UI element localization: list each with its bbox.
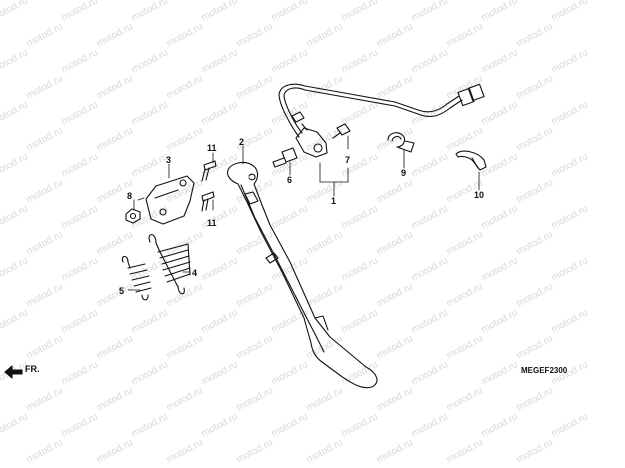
nut-part-8: [125, 208, 141, 224]
callout-1: 1: [331, 196, 337, 206]
bolt-part-11-upper: [201, 160, 217, 182]
callout-7: 7: [345, 155, 351, 165]
callout-4: 4: [192, 268, 198, 278]
callout-8: 8: [127, 191, 133, 201]
screw-part-7: [332, 123, 351, 139]
band-part-10: [455, 150, 487, 171]
callout-10: 10: [474, 190, 485, 200]
stand-bracket-part: [145, 175, 195, 225]
callout-11-upper: 11: [207, 143, 217, 153]
spring-large-part-4: [148, 234, 191, 295]
clamp-part-9: [387, 132, 415, 153]
bolt-part-11-lower: [201, 191, 215, 212]
side-stand-switch-part: [278, 83, 485, 158]
callout-5: 5: [119, 286, 125, 296]
front-indicator-label: FR.: [25, 364, 40, 374]
side-stand-part: [227, 161, 378, 389]
callout-11-lower: 11: [207, 218, 217, 228]
callout-2: 2: [239, 137, 245, 147]
callout-3: 3: [166, 155, 172, 165]
diagram-code: MEGEF2300: [521, 366, 568, 375]
callout-9: 9: [401, 168, 407, 178]
callout-6: 6: [287, 175, 293, 185]
pivot-bolt-part-6: [272, 147, 298, 168]
front-arrow-icon: [4, 365, 23, 379]
spring-small-part-5: [121, 255, 152, 301]
leader-lines: [127, 135, 480, 291]
